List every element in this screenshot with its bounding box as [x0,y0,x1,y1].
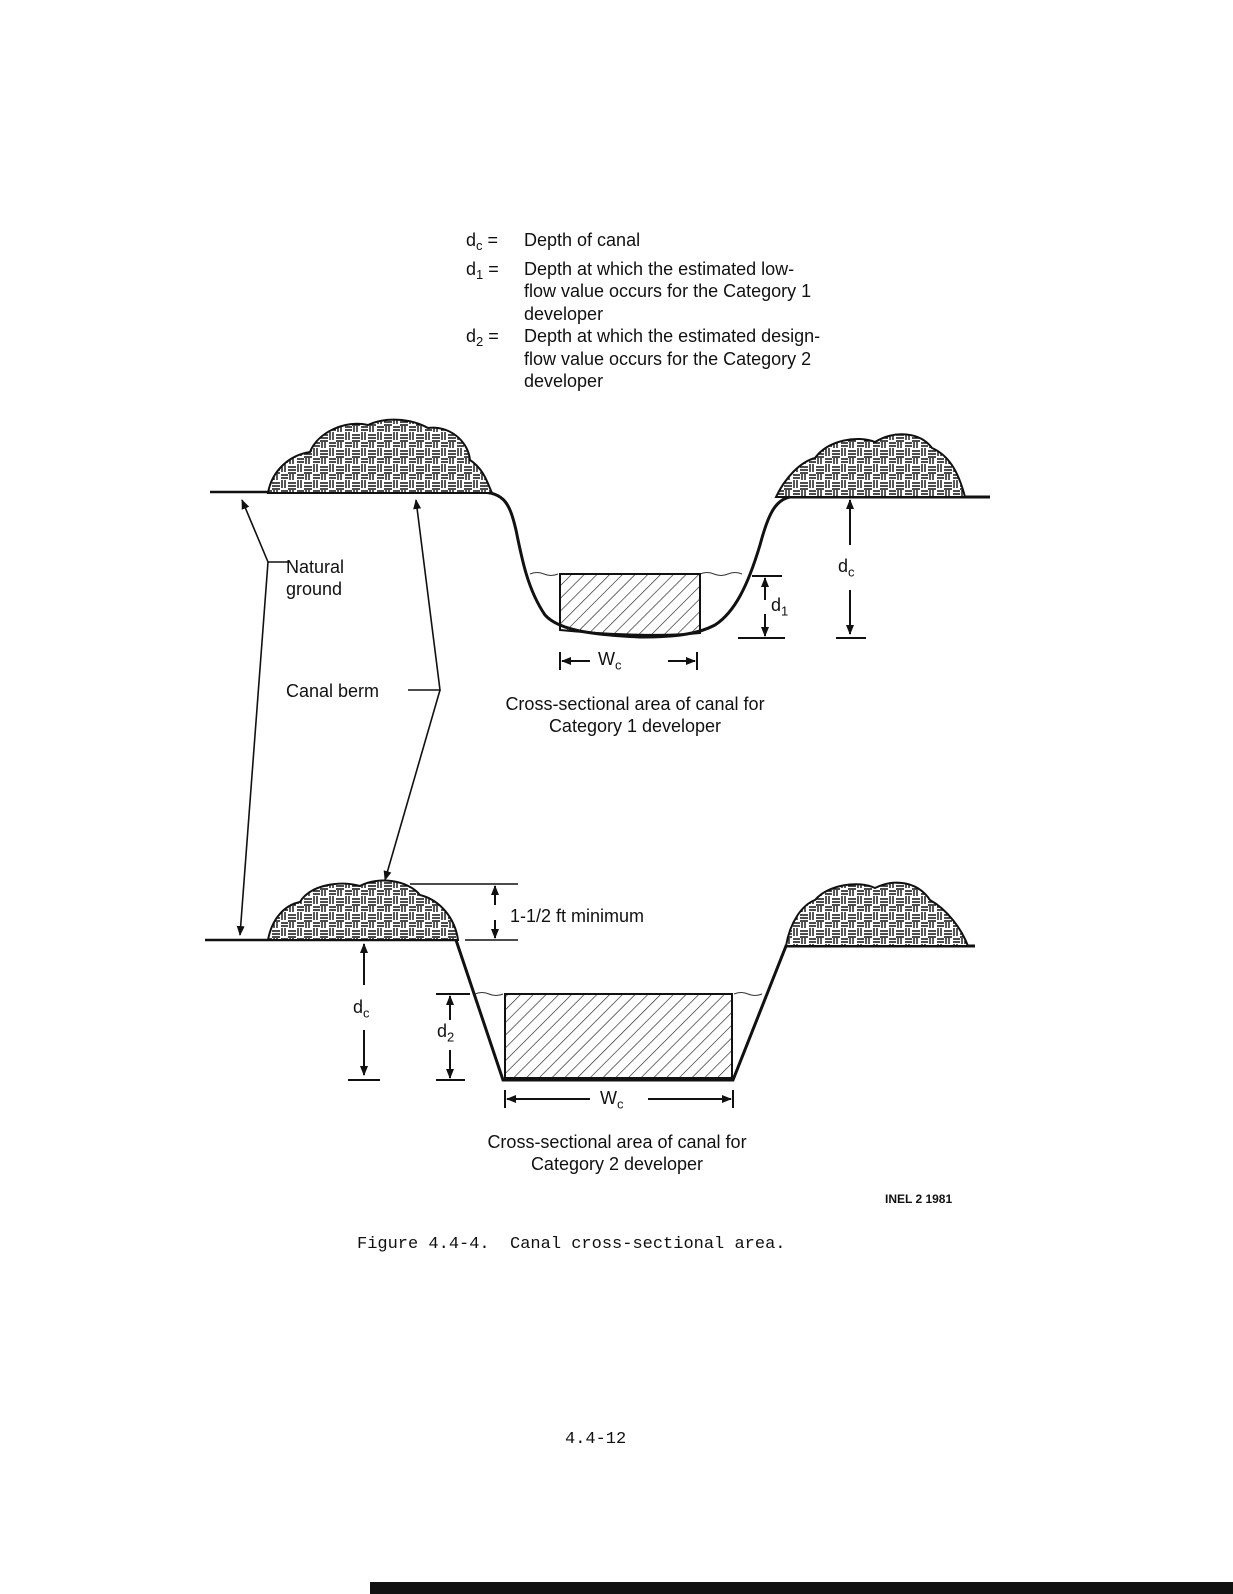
canal-berm-leader-bottom [383,689,441,881]
category-2-canal [205,879,975,1108]
flow-area-1 [559,573,701,636]
category-2-caption: Cross-sectional area of canal for Catego… [487,1132,747,1174]
symbol-legend: dc = Depth of canal d1 = Depth at which … [466,229,824,393]
legend-row-dc: dc = Depth of canal [466,229,824,258]
minimum-label: 1-1/2 ft minimum [510,906,645,926]
natural-ground-label: Natural ground [286,557,345,599]
category-1-canal [210,418,990,670]
footer-rule [370,1582,1233,1594]
d2-label: d2 [437,1021,455,1045]
figure-caption: Figure 4.4-4. Canal cross-sectional area… [357,1235,786,1254]
d1-label: d1 [771,595,789,619]
legend-symbol-d1: d1 = [466,258,499,282]
category-1-caption: Cross-sectional area of canal for Catego… [505,694,765,736]
natural-ground-leader-bottom [236,561,269,936]
dc-label-bottom: dc [353,997,370,1021]
legend-text-d2: Depth at which the estimated design-flow… [524,326,821,391]
wc-label-2: Wc [600,1088,624,1112]
legend-row-d2: d2 = Depth at which the estimated design… [466,325,824,393]
flow-area-2 [504,993,733,1079]
canal-profile-1 [479,490,990,639]
spoil-pile-right-1 [774,433,967,498]
dc-label-top: dc [838,556,855,580]
page-number: 4.4-12 [565,1430,627,1449]
spoil-pile-right-2 [784,881,970,947]
spoil-pile-left-1 [266,418,494,494]
legend-row-d1: d1 = Depth at which the estimated low-fl… [466,258,824,326]
leader-lines [236,499,441,936]
legend-text-dc: Depth of canal [524,230,641,250]
legend-symbol-dc: dc = [466,230,499,253]
canal-berm-leader-top [408,499,441,691]
spoil-pile-left-2 [266,879,460,941]
natural-ground-leader-top [241,499,290,563]
wc-label-1: Wc [598,649,622,673]
canal-berm-label: Canal berm [286,681,380,701]
legend-text-d1: Depth at which the estimated low-flow va… [524,258,812,324]
legend-symbol-d2: d2 = [466,326,499,349]
source-code: INEL 2 1981 [885,1192,953,1206]
